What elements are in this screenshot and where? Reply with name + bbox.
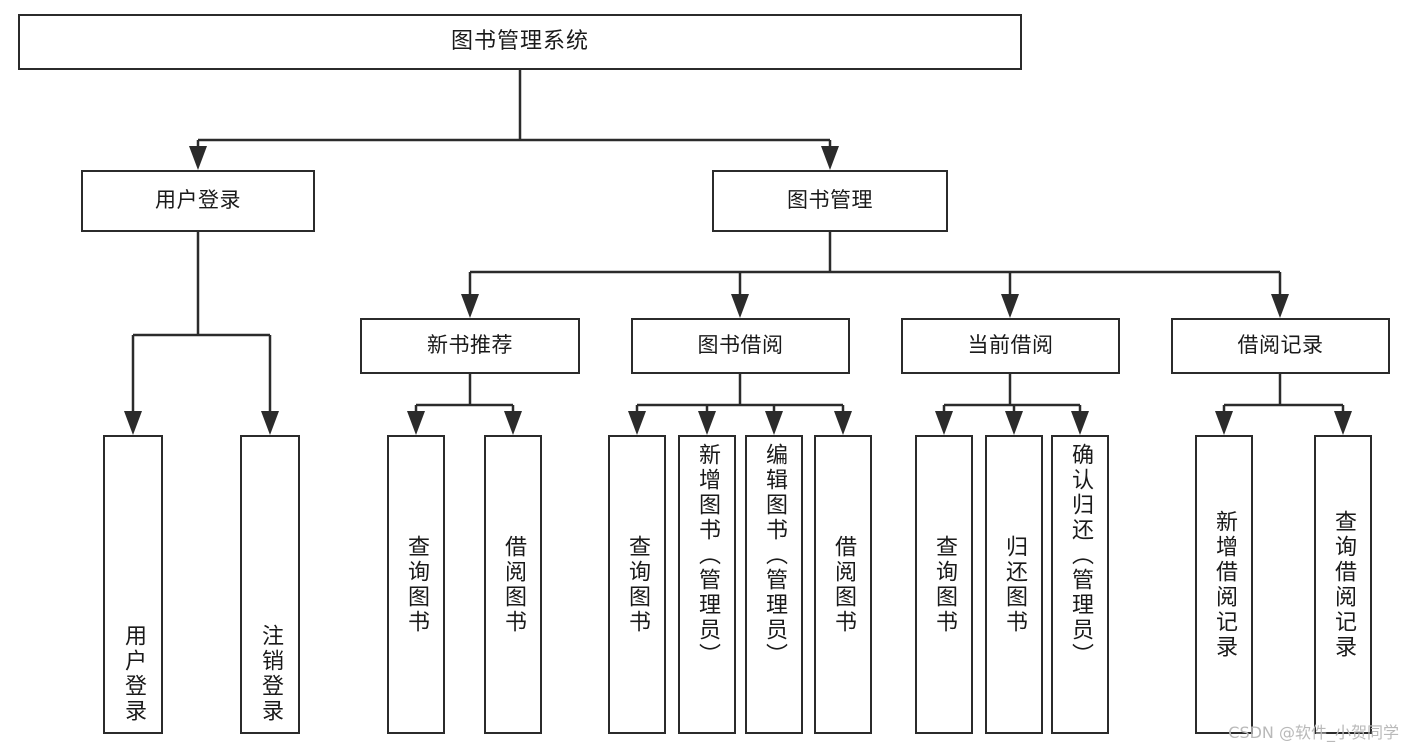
group-current-borrow-arrow-0-head	[935, 411, 953, 435]
node-leaf-confirm-return[interactable]: 确认归还（管理员）	[1051, 435, 1109, 734]
node-leaf-query-book-2-label: 查询图书	[625, 534, 650, 635]
node-leaf-user-login-label: 用户登录	[121, 624, 146, 724]
node-leaf-logout-login-label: 注销登录	[258, 624, 283, 724]
node-leaf-logout-login[interactable]: 注销登录	[240, 435, 300, 734]
node-leaf-query-book-1[interactable]: 查询图书	[387, 435, 445, 734]
node-leaf-add-borrow-record[interactable]: 新增借阅记录	[1195, 435, 1253, 734]
node-leaf-edit-book-label: 编辑图书（管理员）	[762, 443, 787, 668]
group-book-borrow-arrow-1-head	[698, 411, 716, 435]
node-leaf-user-login[interactable]: 用户登录	[103, 435, 163, 734]
node-leaf-query-book-3-label: 查询图书	[932, 534, 957, 635]
node-leaf-add-book[interactable]: 新增图书（管理员）	[678, 435, 736, 734]
node-leaf-edit-book[interactable]: 编辑图书（管理员）	[745, 435, 803, 734]
group-new-book-recommend-arrow-0-head	[407, 411, 425, 435]
root-arrow-1-head	[821, 146, 839, 170]
node-leaf-query-borrow-record[interactable]: 查询借阅记录	[1314, 435, 1372, 734]
node-leaf-borrow-book-2[interactable]: 借阅图书	[814, 435, 872, 734]
group-borrow-record-arrow-0-head	[1215, 411, 1233, 435]
node-current-borrow-label: 当前借阅	[967, 333, 1054, 358]
group-current-borrow-arrow-2-head	[1071, 411, 1089, 435]
node-leaf-borrow-book-1-label: 借阅图书	[501, 534, 526, 635]
node-leaf-borrow-book-1[interactable]: 借阅图书	[484, 435, 542, 734]
group-current-borrow-arrow-1-head	[1005, 411, 1023, 435]
node-leaf-borrow-book-2-label: 借阅图书	[831, 534, 856, 635]
group-borrow-record-arrow-1-head	[1334, 411, 1352, 435]
node-leaf-add-book-label: 新增图书（管理员）	[695, 443, 720, 668]
group-book-borrow-arrow-0-head	[628, 411, 646, 435]
node-borrow-record-label: 借阅记录	[1237, 333, 1324, 358]
book-manage-arrow-3-head	[1271, 294, 1289, 318]
node-leaf-return-book[interactable]: 归还图书	[985, 435, 1043, 734]
node-leaf-confirm-return-label: 确认归还（管理员）	[1068, 443, 1093, 668]
node-root-system-label: 图书管理系统	[450, 28, 589, 54]
node-leaf-query-book-2[interactable]: 查询图书	[608, 435, 666, 734]
node-new-book-recommend-label: 新书推荐	[427, 333, 513, 358]
group-book-borrow-arrow-3-head	[834, 411, 852, 435]
node-book-manage[interactable]: 图书管理	[712, 170, 948, 232]
book-manage-arrow-1-head	[731, 294, 749, 318]
book-manage-arrow-0-head	[461, 294, 479, 318]
group-new-book-recommend-arrow-1-head	[504, 411, 522, 435]
node-book-manage-label: 图书管理	[787, 188, 873, 213]
book-manage-arrow-2-head	[1001, 294, 1019, 318]
node-root-system[interactable]: 图书管理系统	[18, 14, 1022, 70]
node-borrow-record[interactable]: 借阅记录	[1171, 318, 1390, 374]
user-login-arrow-1-head	[261, 411, 279, 435]
node-leaf-query-book-3[interactable]: 查询图书	[915, 435, 973, 734]
node-leaf-add-borrow-record-label: 新增借阅记录	[1212, 509, 1237, 660]
node-book-borrow[interactable]: 图书借阅	[631, 318, 850, 374]
node-user-login[interactable]: 用户登录	[81, 170, 315, 232]
node-new-book-recommend[interactable]: 新书推荐	[360, 318, 580, 374]
group-book-borrow-arrow-2-head	[765, 411, 783, 435]
user-login-arrow-0-head	[124, 411, 142, 435]
node-leaf-query-book-1-label: 查询图书	[404, 534, 429, 635]
node-user-login-label: 用户登录	[155, 188, 241, 213]
node-current-borrow[interactable]: 当前借阅	[901, 318, 1120, 374]
node-book-borrow-label: 图书借阅	[697, 333, 784, 358]
root-arrow-0-head	[189, 146, 207, 170]
node-leaf-return-book-label: 归还图书	[1002, 534, 1027, 635]
node-leaf-query-borrow-record-label: 查询借阅记录	[1331, 509, 1356, 660]
